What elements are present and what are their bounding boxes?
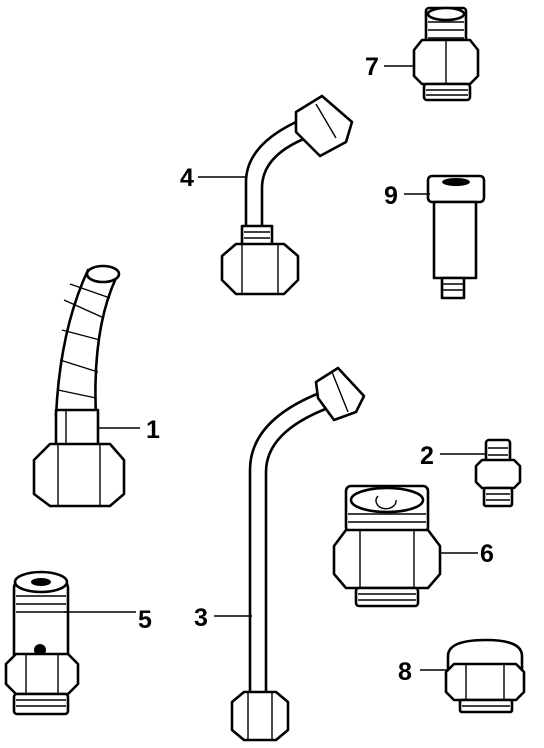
part-5-banjo-bolt: [4, 570, 80, 716]
label-7: 7: [365, 53, 379, 81]
label-3: 3: [194, 604, 208, 632]
part-4-bent-pipe: [220, 94, 354, 296]
label-1: 1: [146, 416, 160, 444]
label-5: 5: [138, 606, 152, 634]
part-6-large-fitting: [332, 484, 442, 608]
part-9-nipple: [426, 174, 486, 300]
part-3-long-pipe: [230, 366, 366, 742]
label-8: 8: [398, 658, 412, 686]
part-7-fitting: [412, 6, 480, 102]
label-2: 2: [420, 442, 434, 470]
label-6: 6: [480, 540, 494, 568]
part-1-hose: [32, 264, 126, 508]
part-8-cap-nut: [444, 638, 526, 714]
part-2-small-fitting: [474, 438, 522, 508]
label-9: 9: [384, 182, 398, 210]
label-4: 4: [180, 164, 194, 192]
